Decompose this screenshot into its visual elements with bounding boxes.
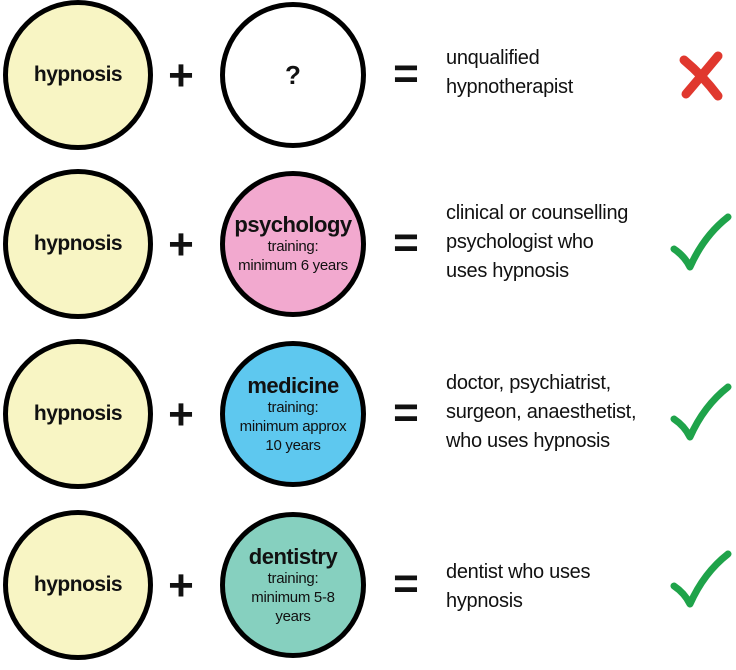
- equation-row-psychology: hypnosis + psychology training: minimum …: [0, 169, 736, 329]
- result-text: doctor, psychiatrist, surgeon, anaesthet…: [446, 369, 666, 456]
- result-line: uses hypnosis: [446, 260, 569, 282]
- equals-sign: =: [393, 388, 419, 437]
- psychology-training-circle: psychology training: minimum 6 years: [220, 171, 366, 317]
- result-text: clinical or counselling psychologist who…: [446, 199, 666, 286]
- training-line: training:: [267, 569, 319, 587]
- discipline-name: dentistry: [248, 543, 338, 569]
- hypnosis-label: hypnosis: [33, 573, 123, 596]
- plus-sign: +: [168, 51, 194, 100]
- training-line: minimum 5-8: [251, 588, 335, 606]
- result-line: unqualified: [446, 47, 540, 69]
- equation-row-unqualified: hypnosis + ? = unqualified hypnotherapis…: [0, 0, 736, 160]
- plus-sign: +: [168, 220, 194, 269]
- plus-sign: +: [168, 390, 194, 439]
- result-text: dentist who uses hypnosis: [446, 558, 666, 616]
- hypnosis-circle: hypnosis: [3, 169, 153, 319]
- hypnosis-circle: hypnosis: [3, 0, 153, 150]
- unknown-training-circle: ?: [220, 2, 366, 148]
- equation-row-dentistry: hypnosis + dentistry training: minimum 5…: [0, 510, 736, 670]
- result-line: psychologist who: [446, 231, 594, 253]
- result-line: clinical or counselling: [446, 202, 629, 224]
- equals-sign: =: [393, 218, 419, 267]
- training-line: training:: [267, 398, 319, 416]
- hypnosis-label: hypnosis: [33, 232, 123, 255]
- cross-icon: [679, 51, 723, 101]
- training-line: 10 years: [265, 436, 321, 454]
- result-line: hypnosis: [446, 590, 523, 612]
- equals-sign: =: [393, 49, 419, 98]
- medicine-training-circle: medicine training: minimum approx 10 yea…: [220, 341, 366, 487]
- result-text: unqualified hypnotherapist: [446, 44, 666, 102]
- result-line: surgeon, anaesthetist,: [446, 401, 637, 423]
- dentistry-training-circle: dentistry training: minimum 5-8 years: [220, 512, 366, 658]
- training-line: training:: [267, 238, 319, 255]
- hypnosis-circle: hypnosis: [3, 510, 153, 660]
- discipline-name: psychology: [234, 212, 352, 237]
- result-line: doctor, psychiatrist,: [446, 372, 611, 394]
- equation-row-medicine: hypnosis + medicine training: minimum ap…: [0, 339, 736, 499]
- check-icon: [670, 213, 732, 271]
- plus-sign: +: [168, 561, 194, 610]
- discipline-name: medicine: [247, 372, 339, 398]
- training-line: minimum approx: [239, 417, 347, 435]
- training-line: years: [275, 607, 311, 625]
- hypnosis-label: hypnosis: [33, 63, 123, 86]
- check-icon: [670, 550, 732, 608]
- result-line: who uses hypnosis: [446, 430, 610, 452]
- question-mark-label: ?: [285, 59, 301, 90]
- result-line: hypnotherapist: [446, 76, 574, 98]
- hypnosis-circle: hypnosis: [3, 339, 153, 489]
- check-icon: [670, 383, 732, 441]
- result-line: dentist who uses: [446, 561, 591, 583]
- equals-sign: =: [393, 559, 419, 608]
- training-line: minimum 6 years: [238, 257, 348, 274]
- hypnosis-label: hypnosis: [33, 402, 123, 425]
